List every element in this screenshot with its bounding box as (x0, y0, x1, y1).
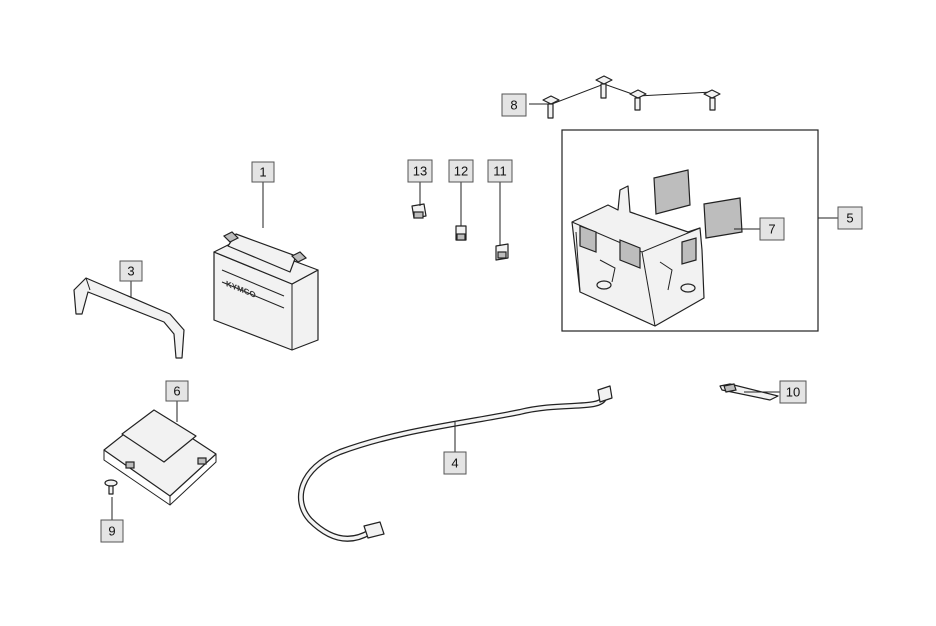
svg-text:4: 4 (451, 456, 458, 471)
svg-text:9: 9 (108, 524, 115, 539)
screw-part (104, 479, 118, 495)
svg-text:6: 6 (173, 384, 180, 399)
svg-text:13: 13 (413, 164, 427, 179)
callout-12: 12 (448, 159, 474, 183)
battery-box-part (571, 185, 705, 327)
callout-5: 5 (837, 206, 863, 230)
svg-text:3: 3 (127, 264, 134, 279)
fuse-11-part (495, 243, 509, 261)
callout-7: 7 (759, 217, 785, 241)
battery-box-group-frame (561, 129, 819, 332)
bolt-set-part (529, 75, 721, 119)
callout-10: 10 (779, 380, 807, 404)
callout-3: 3 (119, 260, 143, 282)
battery-strap-part (73, 277, 185, 359)
svg-text:5: 5 (846, 211, 853, 226)
svg-text:8: 8 (510, 98, 517, 113)
rubber-pad-part (653, 169, 743, 239)
svg-text:1: 1 (259, 165, 266, 180)
battery-cable-part (297, 385, 613, 542)
fuse-12-part (455, 225, 467, 241)
callout-9: 9 (100, 519, 124, 543)
svg-text:11: 11 (493, 164, 507, 179)
fuse-13-part (411, 203, 427, 219)
callout-13: 13 (407, 159, 433, 183)
svg-text:7: 7 (768, 222, 775, 237)
callout-11: 11 (487, 159, 513, 183)
callout-6: 6 (165, 380, 189, 402)
svg-text:10: 10 (786, 385, 800, 400)
callout-8: 8 (501, 93, 527, 117)
battery-cover-part (103, 409, 217, 506)
callout-4: 4 (443, 451, 467, 475)
callout-1: 1 (251, 161, 275, 183)
svg-text:12: 12 (454, 164, 468, 179)
battery-part: KYMCO (213, 231, 319, 351)
